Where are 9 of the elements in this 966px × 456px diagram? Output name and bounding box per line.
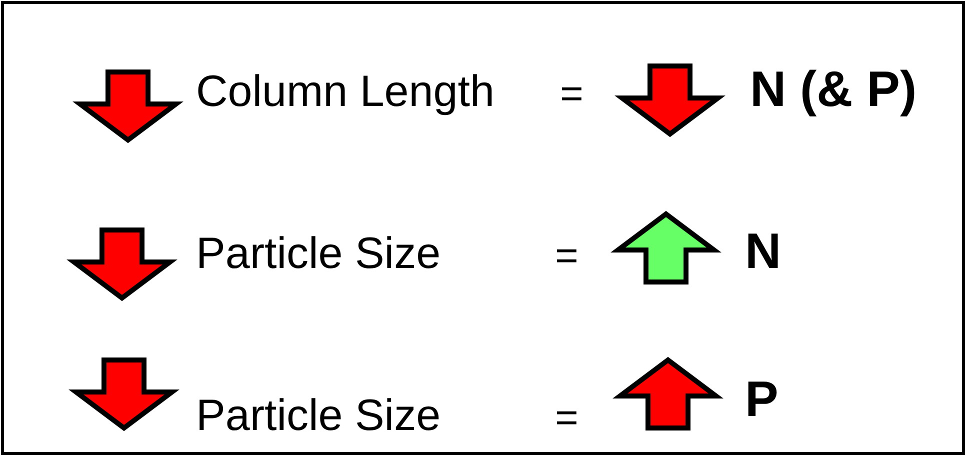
equals-sign: = [555,398,578,438]
result-label: N (& P) [750,64,917,114]
parameter-label: Particle Size [196,394,441,438]
parameter-label: Column Length [196,70,494,114]
equals-sign: = [560,74,584,114]
result-label: P [745,374,778,424]
equals-sign: = [555,236,578,276]
result-label: N [745,226,782,276]
parameter-label: Particle Size [196,232,441,276]
